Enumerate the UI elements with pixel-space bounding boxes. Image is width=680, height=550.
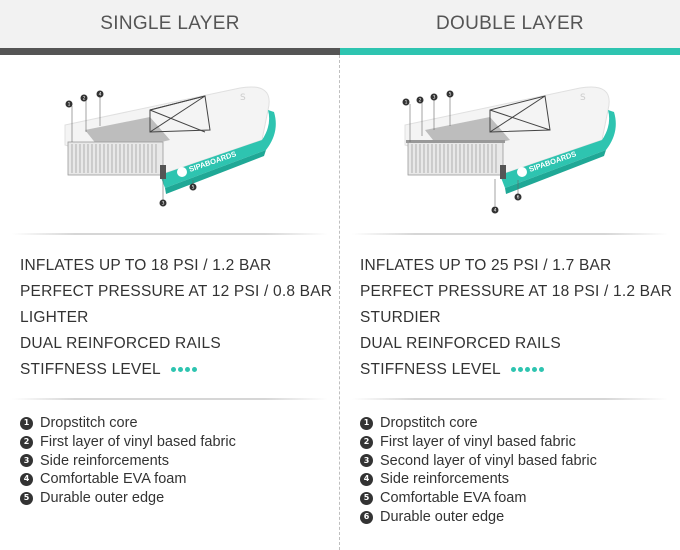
single-layer-header: SINGLE LAYER: [0, 0, 340, 48]
legend-text: First layer of vinyl based fabric: [380, 433, 576, 450]
legend-number: 5: [20, 492, 33, 506]
double-feature-rails: DUAL REINFORCED RAILS: [360, 335, 561, 352]
single-separator-top: [12, 233, 328, 235]
stiffness-dot: [184, 367, 190, 373]
double-feature-inflation: INFLATES UP TO 25 PSI / 1.7 BAR: [360, 257, 612, 274]
double-feature-sturdiness: STURDIER: [360, 309, 441, 326]
stiffness-dot: [517, 367, 523, 373]
svg-text:S: S: [240, 93, 246, 103]
double-layer-legend: 1 Dropstitch core 2 First layer of vinyl b…: [360, 414, 597, 527]
double-layer-board-illustration: S SIPABOARDS 1: [402, 86, 616, 214]
legend-text: Side reinforcements: [380, 471, 509, 488]
single-callout-1: 1: [68, 102, 71, 108]
single-feature-pressure: PERFECT PRESSURE AT 12 PSI / 0.8 BAR: [20, 283, 333, 300]
single-layer-callouts: 1 2 4 3 5: [65, 90, 197, 207]
double-layer-column: DOUBLE LAYER S SIPABOARDS: [340, 0, 680, 550]
legend-item: 4 Side reinforcements: [360, 470, 597, 489]
legend-number: 1: [360, 416, 373, 430]
legend-item: 1 Dropstitch core: [360, 414, 597, 433]
legend-item: 6 Durable outer edge: [360, 508, 597, 527]
double-callout-6: 6: [517, 195, 520, 201]
legend-text: Second layer of vinyl based fabric: [380, 452, 597, 469]
svg-text:S: S: [580, 93, 586, 103]
single-feature-weight: LIGHTER: [20, 309, 89, 326]
legend-number: 5: [360, 492, 373, 506]
single-callout-3: 3: [162, 201, 165, 207]
single-layer-legend: 1 Dropstitch core 2 First layer of vinyl b…: [20, 414, 236, 508]
legend-text: Dropstitch core: [380, 415, 478, 431]
double-separator-top: [352, 233, 668, 235]
single-layer-board-illustration: S SIPABOARDS 1: [64, 86, 276, 207]
legend-number: 4: [360, 473, 373, 487]
stiffness-dot: [524, 367, 530, 373]
stiffness-dot: [510, 367, 516, 373]
stiffness-dot: [170, 367, 176, 373]
single-layer-column: SINGLE LAYER S: [0, 0, 340, 508]
stiffness-dot: [177, 367, 183, 373]
double-separator-bottom: [352, 398, 668, 400]
single-callout-5: 5: [192, 185, 195, 191]
legend-item: 4 Comfortable EVA foam: [20, 470, 236, 489]
legend-number: 2: [360, 435, 373, 449]
legend-text: Dropstitch core: [40, 415, 138, 431]
single-feature-stiffness: STIFFNESS LEVEL: [20, 357, 332, 383]
double-layer-header: DOUBLE LAYER: [340, 0, 680, 48]
legend-text: Comfortable EVA foam: [40, 471, 187, 488]
double-feature-pressure: PERFECT PRESSURE AT 18 PSI / 1.2 BAR: [360, 283, 673, 300]
single-callout-2: 2: [83, 96, 86, 102]
double-callout-2: 2: [419, 98, 422, 104]
single-layer-header-bar: [0, 48, 340, 55]
column-divider: [339, 55, 340, 550]
double-layer-title: DOUBLE LAYER: [436, 13, 584, 34]
legend-number: 6: [360, 510, 373, 524]
single-layer-features: INFLATES UP TO 18 PSI / 1.2 BAR PERFECT …: [20, 253, 332, 383]
double-stiffness-label: STIFFNESS LEVEL: [360, 361, 501, 379]
double-stiffness-dots: [510, 357, 546, 383]
double-layer-callouts: 1 2 3 5 4 6: [402, 90, 522, 214]
legend-item: 1 Dropstitch core: [20, 414, 236, 433]
stiffness-dot: [191, 367, 197, 373]
legend-text: Comfortable EVA foam: [380, 490, 527, 507]
single-separator-bottom: [12, 398, 328, 400]
single-stiffness-label: STIFFNESS LEVEL: [20, 361, 161, 379]
stiffness-dot: [538, 367, 544, 373]
legend-text: Durable outer edge: [380, 508, 505, 525]
double-callout-5: 5: [449, 92, 452, 98]
legend-item: 2 First layer of vinyl based fabric: [20, 433, 236, 452]
legend-number: 4: [20, 473, 33, 487]
double-feature-stiffness: STIFFNESS LEVEL: [360, 357, 672, 383]
single-stiffness-dots: [170, 357, 199, 383]
legend-number: 2: [20, 435, 33, 449]
legend-item: 3 Side reinforcements: [20, 452, 236, 471]
legend-item: 3 Second layer of vinyl based fabric: [360, 452, 597, 471]
single-layer-title: SINGLE LAYER: [100, 13, 240, 34]
legend-item: 2 First layer of vinyl based fabric: [360, 433, 597, 452]
legend-item: 5 Durable outer edge: [20, 489, 236, 508]
legend-number: 3: [360, 454, 373, 468]
legend-item: 5 Comfortable EVA foam: [360, 489, 597, 508]
double-callout-3: 3: [433, 95, 436, 101]
legend-text: First layer of vinyl based fabric: [40, 433, 236, 450]
single-callout-4: 4: [99, 92, 102, 98]
legend-number: 1: [20, 416, 33, 430]
single-feature-inflation: INFLATES UP TO 18 PSI / 1.2 BAR: [20, 257, 272, 274]
legend-text: Side reinforcements: [40, 452, 169, 469]
double-callout-1: 1: [405, 100, 408, 106]
legend-number: 3: [20, 454, 33, 468]
legend-text: Durable outer edge: [40, 490, 165, 507]
double-callout-4: 4: [494, 208, 497, 214]
stiffness-dot: [531, 367, 537, 373]
double-layer-features: INFLATES UP TO 25 PSI / 1.7 BAR PERFECT …: [360, 253, 672, 383]
double-layer-header-bar: [340, 48, 680, 55]
single-feature-rails: DUAL REINFORCED RAILS: [20, 335, 221, 352]
